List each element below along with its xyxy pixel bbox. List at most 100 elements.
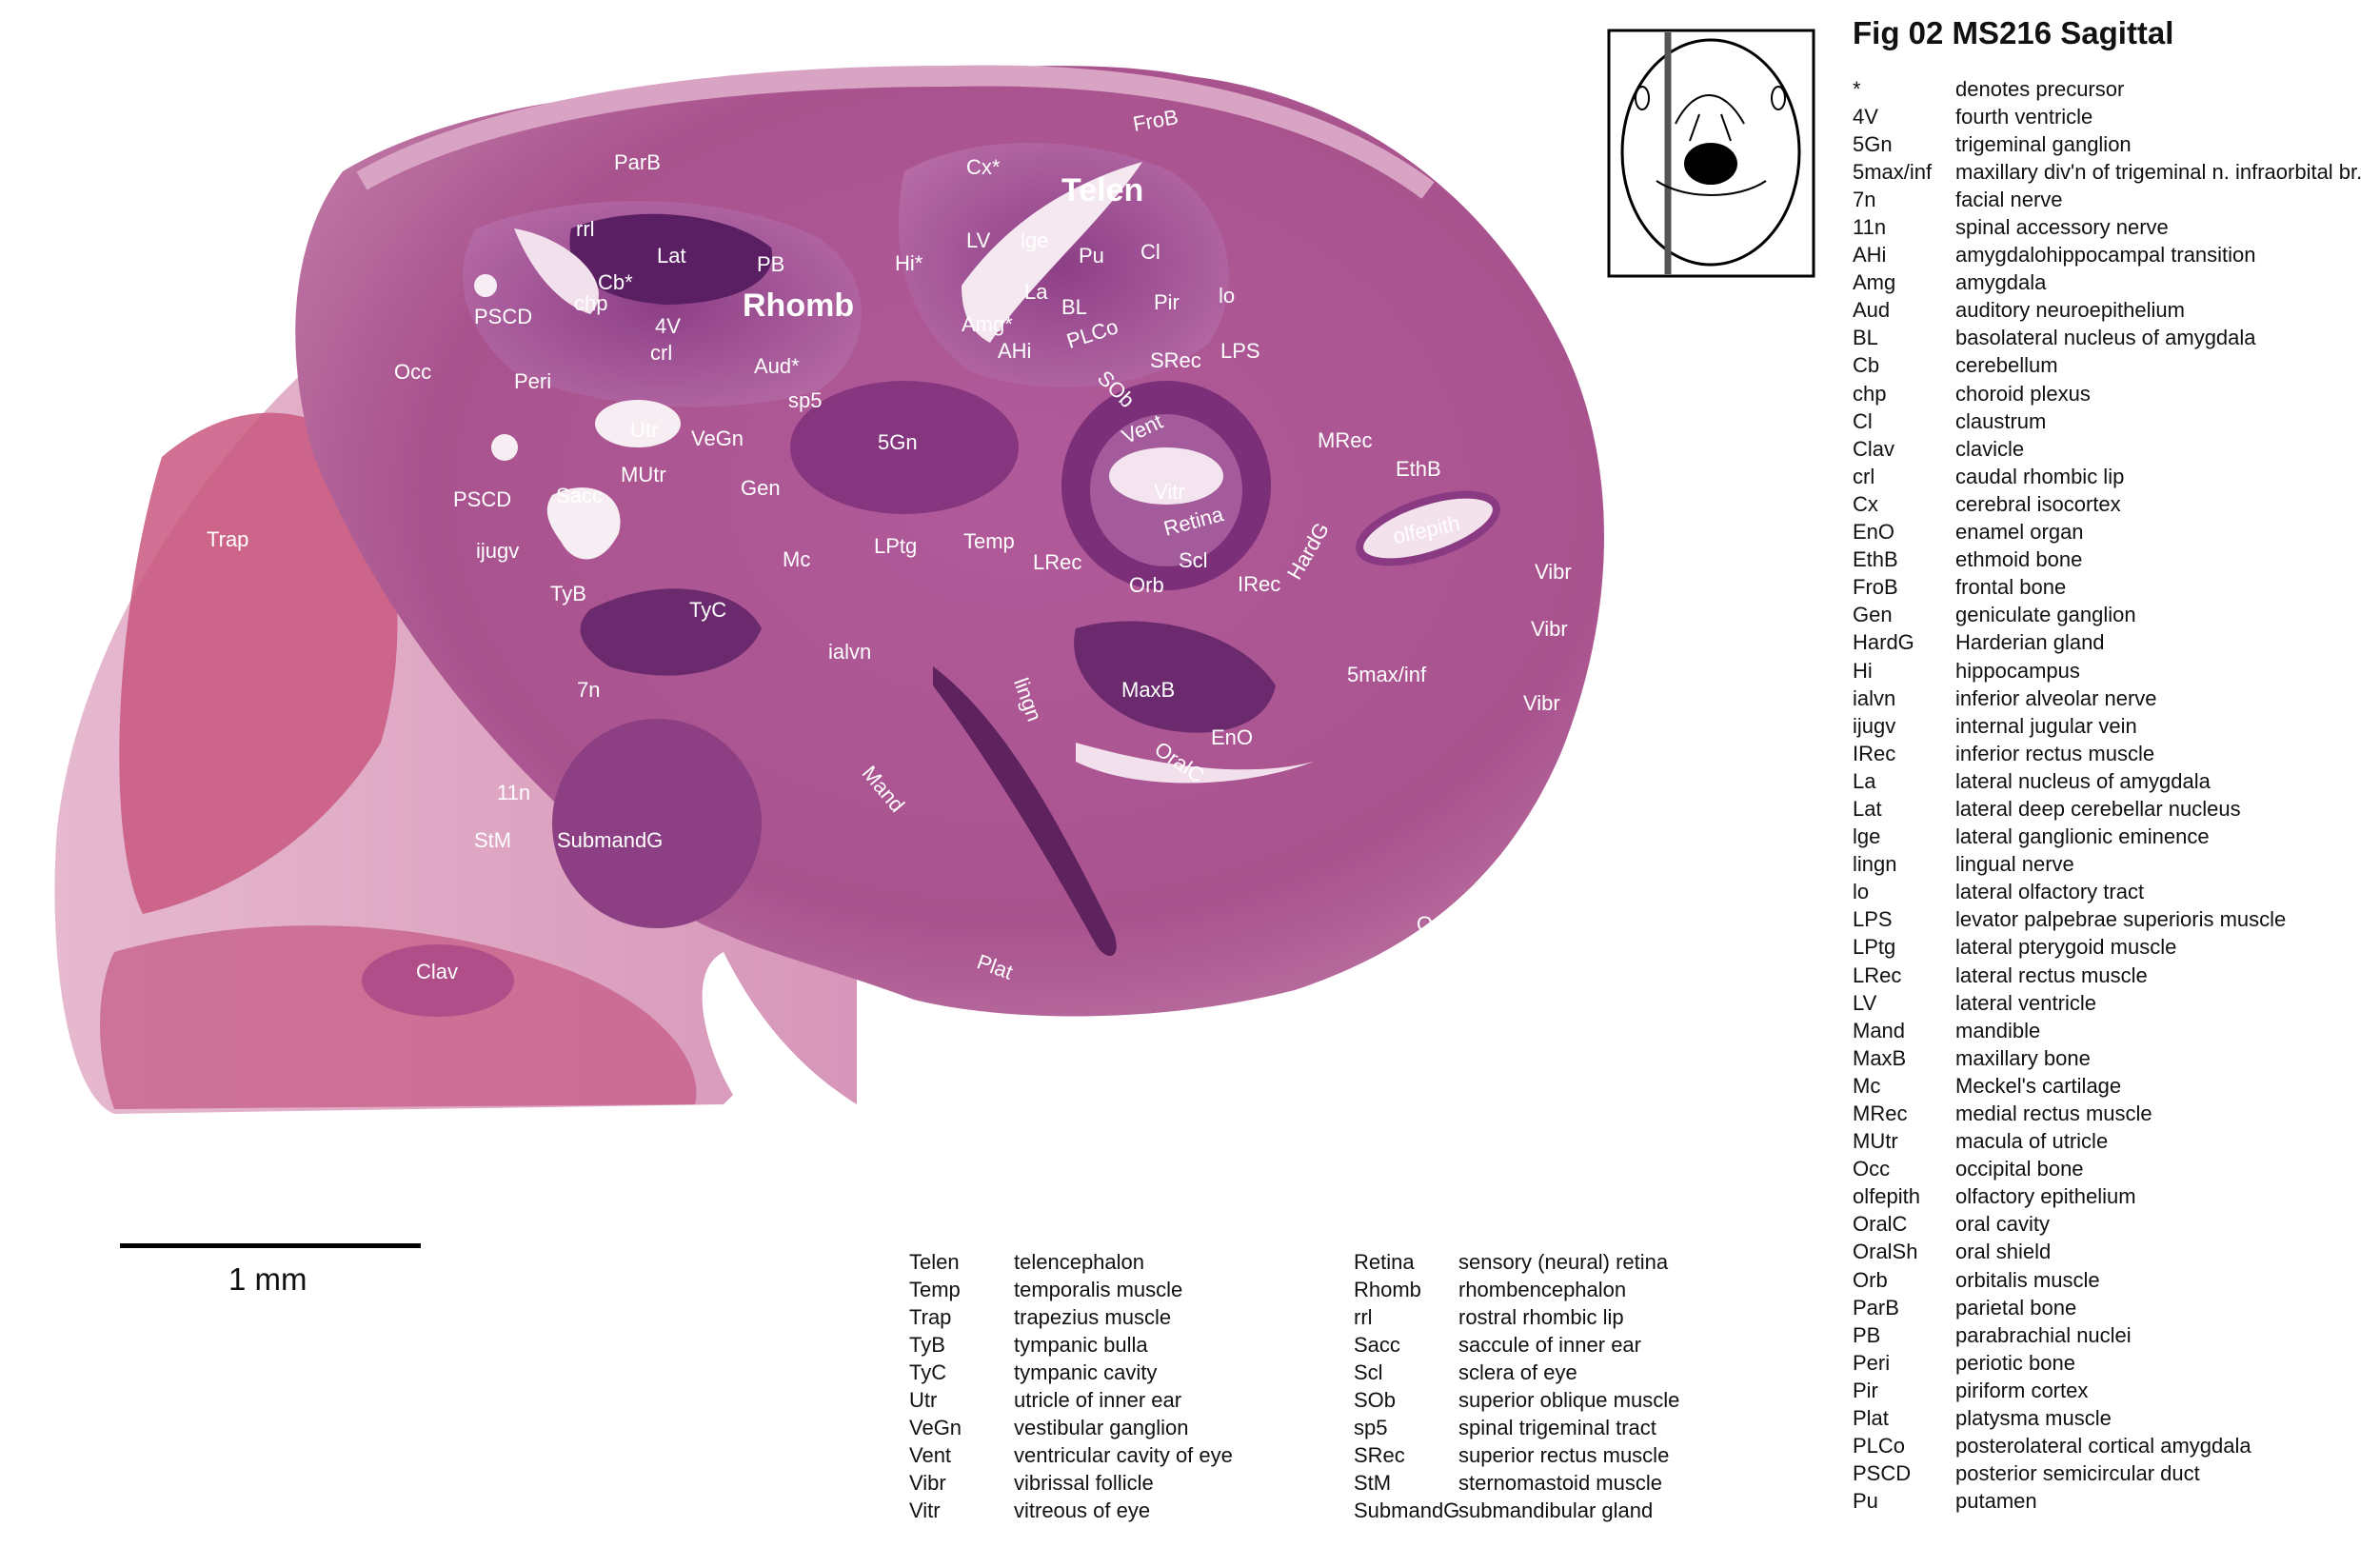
label-hi: Hi*	[895, 251, 923, 275]
legend-abbreviation: PB	[1853, 1322, 1881, 1347]
label-vegn: VeGn	[691, 427, 744, 450]
legend-term: amygdalohippocampal transition	[1955, 243, 2256, 268]
label-gen: Gen	[741, 476, 781, 500]
legend-abbreviation: Vibr	[909, 1471, 946, 1496]
legend-entry: 5Gn trigeminal ganglion	[1853, 130, 2362, 158]
legend-term: auditory neuroepithelium	[1955, 298, 2185, 323]
legend-term: ventricular cavity of eye	[1014, 1443, 1233, 1468]
label-tyb: TyB	[550, 582, 586, 605]
legend-term: ethmoid bone	[1955, 547, 2083, 572]
maxillary-shape	[1074, 621, 1276, 733]
legend-term: spinal trigeminal tract	[1458, 1416, 1656, 1440]
label-utr: Utr	[630, 418, 659, 442]
label-ahi: AHi	[998, 339, 1032, 363]
legend-term: lateral pterygoid muscle	[1955, 935, 2177, 960]
legend-term: periotic bone	[1955, 1350, 2075, 1375]
label-pu: Pu	[1079, 244, 1104, 268]
label-ijugv: ijugv	[476, 539, 520, 563]
legend-term: parietal bone	[1955, 1295, 2077, 1320]
label-occ: Occ	[394, 360, 432, 384]
legend-abbreviation: lingn	[1853, 852, 1897, 877]
legend-term: occipital bone	[1955, 1157, 2084, 1181]
label-mrec: MRec	[1318, 428, 1373, 452]
label-5gn: 5Gn	[878, 430, 918, 454]
legend-term: rostral rhombic lip	[1458, 1304, 1624, 1329]
legend-term: lateral olfactory tract	[1955, 880, 2145, 904]
legend-abbreviation: Mand	[1853, 1018, 1906, 1042]
legend-abbreviation: 5Gn	[1853, 131, 1893, 156]
scale-bar	[120, 1243, 421, 1248]
label-rrl: rrl	[576, 217, 595, 241]
legend-entry: Vent ventricular cavity of eye	[909, 1442, 1233, 1470]
legend-term: amygdala	[1955, 270, 2047, 295]
legend-term: trigeminal ganglion	[1955, 131, 2132, 156]
legend-abbreviation: ialvn	[1853, 685, 1896, 710]
scale-bar-label: 1 mm	[228, 1261, 307, 1297]
label-lps: LPS	[1220, 339, 1260, 363]
legend-term: internal jugular vein	[1955, 713, 2137, 738]
label-crl: crl	[650, 341, 673, 365]
legend-term: cerebellum	[1955, 353, 2058, 378]
legend-abbreviation: PLCo	[1853, 1434, 1906, 1459]
legend-term: macula of utricle	[1955, 1129, 2109, 1154]
legend-term: inferior alveolar nerve	[1955, 685, 2157, 710]
legend-abbreviation: Cx	[1853, 491, 1878, 516]
inset-head-diagram	[1607, 29, 1815, 278]
pscd-duct-2	[491, 434, 518, 461]
label-parb: ParB	[614, 150, 661, 174]
saccule-shape	[546, 487, 621, 560]
legend-abbreviation: Lat	[1853, 796, 1882, 821]
legend-abbreviation: Peri	[1853, 1350, 1891, 1375]
legend-abbreviation: Clav	[1853, 436, 1895, 461]
legend-abbreviation: BL	[1853, 326, 1878, 350]
legend-term: mandible	[1955, 1018, 2041, 1042]
legend-abbreviation: *	[1853, 76, 1861, 101]
legend-term: oral cavity	[1955, 1212, 2051, 1237]
legend-entry: ialvn inferior alveolar nerve	[1853, 685, 2362, 712]
legend-abbreviation: OralC	[1853, 1212, 1908, 1237]
label-mc: Mc	[783, 547, 811, 571]
legend-term: sensory (neural) retina	[1458, 1249, 1669, 1274]
legend-term: putamen	[1955, 1489, 2037, 1514]
legend-abbreviation: Hi	[1853, 658, 1873, 683]
legend-term: maxillary bone	[1955, 1045, 2091, 1070]
legend-abbreviation: olfepith	[1853, 1184, 1920, 1209]
legend-term: maxillary div'n of trigeminal n. infraor…	[1955, 159, 2363, 184]
legend-term: denotes precursor	[1955, 76, 2125, 101]
label-trap: Trap	[207, 527, 249, 551]
label-pscd-1: PSCD	[474, 305, 533, 328]
legend-abbreviation: chp	[1853, 381, 1887, 406]
label-vitr: Vitr	[1154, 480, 1185, 504]
legend-abbreviation: Telen	[909, 1249, 960, 1274]
clavicle-shape	[362, 944, 514, 1017]
legend-abbreviation: 11n	[1853, 215, 1887, 240]
legend-term: oral shield	[1955, 1240, 2052, 1264]
legend-term: sternomastoid muscle	[1458, 1471, 1662, 1496]
legend-abbreviation: Vent	[909, 1443, 952, 1468]
trigeminal-ganglion-shape	[790, 381, 1019, 514]
utricle-shape	[595, 400, 681, 447]
label-lv: LV	[966, 228, 991, 252]
legend-abbreviation: 4V	[1853, 104, 1878, 129]
legend-term: cerebral isocortex	[1955, 491, 2121, 516]
label-amg: Amg*	[962, 312, 1013, 336]
legend-abbreviation: HardG	[1853, 630, 1914, 655]
legend-abbreviation: Trap	[909, 1304, 952, 1329]
